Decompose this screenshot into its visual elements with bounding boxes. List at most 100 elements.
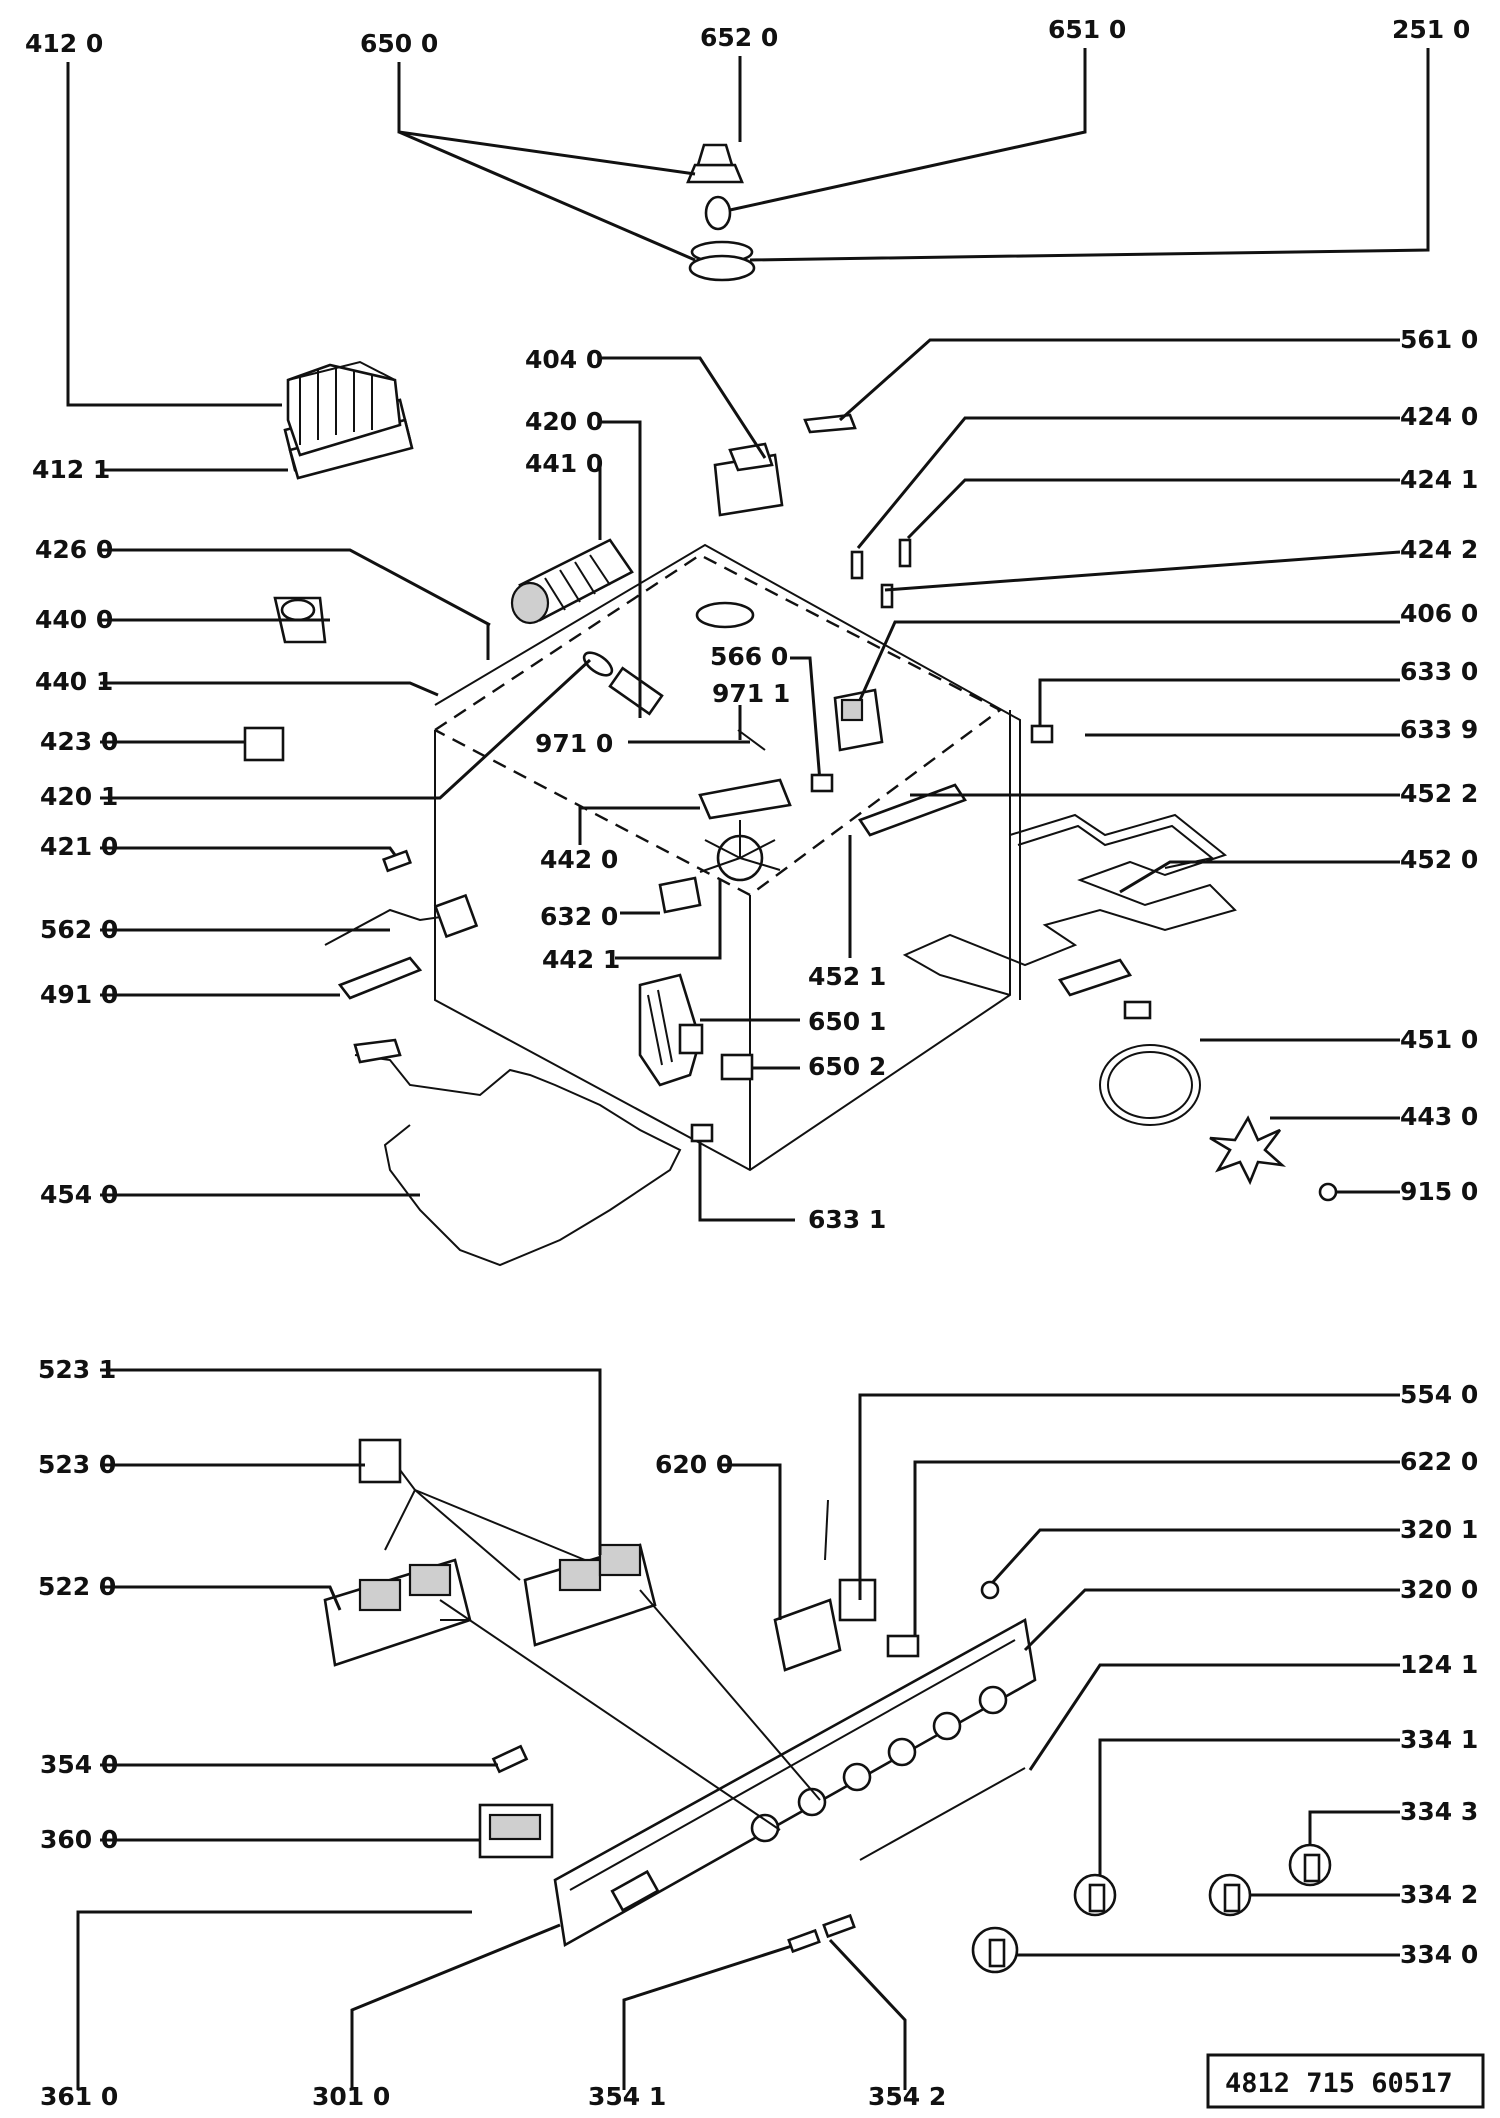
part-421	[382, 849, 412, 873]
callout-442-0: 442 0	[540, 845, 618, 874]
callout-522-0: 522 0	[38, 1572, 116, 1601]
callout-354-1: 354 1	[588, 2082, 666, 2111]
callout-423-0: 423 0	[40, 727, 118, 756]
callout-320-1: 320 1	[1400, 1515, 1478, 1544]
part-knob-334-3	[1288, 1843, 1332, 1887]
part-354-0	[491, 1744, 529, 1774]
callout-334-1: 334 1	[1400, 1725, 1478, 1754]
callout-451-0: 451 0	[1400, 1025, 1478, 1054]
callout-354-2: 354 2	[868, 2082, 946, 2111]
part-lamp-holder	[582, 651, 664, 716]
callout-labels: 412 0 650 0 652 0 651 0 251 0 404 0 561 …	[25, 15, 1478, 2111]
part-timer-360	[478, 1803, 554, 1859]
callout-412-0: 412 0	[25, 29, 103, 58]
part-915	[1318, 1182, 1338, 1202]
callout-633-0: 633 0	[1400, 657, 1478, 686]
callout-421-0: 421 0	[40, 832, 118, 861]
part-354-1	[787, 1913, 856, 1954]
part-switch-523-0	[358, 1438, 402, 1484]
callout-424-2: 424 2	[1400, 535, 1478, 564]
callout-452-0: 452 0	[1400, 845, 1478, 874]
callout-441-0: 441 0	[525, 449, 603, 478]
part-knob-334-2	[1208, 1873, 1252, 1917]
part-circular-heater	[1099, 1000, 1201, 1126]
part-633	[1030, 724, 1054, 744]
callout-632-0: 632 0	[540, 902, 618, 931]
part-terminal-491	[337, 956, 423, 1000]
callout-251-0: 251 0	[1392, 15, 1470, 44]
part-knob-334-0	[971, 1926, 1019, 1974]
callout-360-0: 360 0	[40, 1825, 118, 1854]
callout-420-1: 420 1	[40, 782, 118, 811]
part-320-1	[980, 1580, 1000, 1600]
part-633-1	[690, 1123, 714, 1143]
callout-523-0: 523 0	[38, 1450, 116, 1479]
callout-562-0: 562 0	[40, 915, 118, 944]
part-terminal-620	[773, 1598, 842, 1672]
callout-334-0: 334 0	[1400, 1940, 1478, 1969]
callout-652-0: 652 0	[700, 23, 778, 52]
callout-971-1: 971 1	[712, 679, 790, 708]
part-bottom-heater	[353, 1038, 682, 1267]
part-thermostat	[713, 442, 784, 517]
part-561	[803, 413, 857, 434]
callout-424-1: 424 1	[1400, 465, 1478, 494]
callout-622-0: 622 0	[1400, 1447, 1478, 1476]
part-406	[833, 688, 884, 752]
part-554	[824, 1499, 877, 1622]
control-panel-fascia	[553, 1617, 1037, 1948]
callout-561-0: 561 0	[1400, 325, 1478, 354]
part-switch-block-522	[323, 1558, 472, 1667]
part-bulb-set	[850, 538, 912, 609]
part-622	[886, 1634, 920, 1658]
callout-124-1: 124 1	[1400, 1650, 1478, 1679]
callout-452-2: 452 2	[1400, 779, 1478, 808]
callout-650-0: 650 0	[360, 29, 438, 58]
reference-number: 4812 715 60517	[1225, 2068, 1453, 2099]
part-fan-blade-442	[698, 778, 792, 882]
callout-620-0: 620 0	[655, 1450, 733, 1479]
callout-424-0: 424 0	[1400, 402, 1478, 431]
callout-971-0: 971 0	[535, 729, 613, 758]
oven-cavity	[434, 543, 1021, 1172]
callout-361-0: 361 0	[40, 2082, 118, 2111]
part-423	[243, 726, 285, 762]
callout-440-0: 440 0	[35, 605, 113, 634]
part-lamp-assembly	[686, 143, 756, 282]
callout-633-1: 633 1	[808, 1205, 886, 1234]
callout-301-0: 301 0	[312, 2082, 390, 2111]
callout-442-1: 442 1	[542, 945, 620, 974]
callout-412-1: 412 1	[32, 455, 110, 484]
callout-566-0: 566 0	[710, 642, 788, 671]
callout-491-0: 491 0	[40, 980, 118, 1009]
callout-651-0: 651 0	[1048, 15, 1126, 44]
callout-554-0: 554 0	[1400, 1380, 1478, 1409]
part-transformer	[283, 360, 414, 480]
callout-354-0: 354 0	[40, 1750, 118, 1779]
callout-650-1: 650 1	[808, 1007, 886, 1036]
callout-334-3: 334 3	[1400, 1797, 1478, 1826]
part-650-2	[720, 1053, 754, 1081]
part-fan-motor	[510, 538, 634, 625]
part-switch-block-523	[523, 1543, 657, 1647]
part-fan-443	[1209, 1115, 1287, 1186]
callout-650-2: 650 2	[808, 1052, 886, 1081]
callout-320-0: 320 0	[1400, 1575, 1478, 1604]
callout-440-1: 440 1	[35, 667, 113, 696]
callout-454-0: 454 0	[40, 1180, 118, 1209]
callout-406-0: 406 0	[1400, 599, 1478, 628]
callout-523-1: 523 1	[38, 1355, 116, 1384]
part-fan-housing	[638, 973, 704, 1087]
callout-420-0: 420 0	[525, 407, 603, 436]
callout-426-0: 426 0	[35, 535, 113, 564]
callout-404-0: 404 0	[525, 345, 603, 374]
callout-443-0: 443 0	[1400, 1102, 1478, 1131]
callout-452-1: 452 1	[808, 962, 886, 991]
part-grill-element	[858, 783, 1237, 997]
callout-915-0: 915 0	[1400, 1177, 1478, 1206]
callout-334-2: 334 2	[1400, 1880, 1478, 1909]
part-632	[658, 876, 702, 914]
part-wiring-562	[324, 893, 479, 946]
